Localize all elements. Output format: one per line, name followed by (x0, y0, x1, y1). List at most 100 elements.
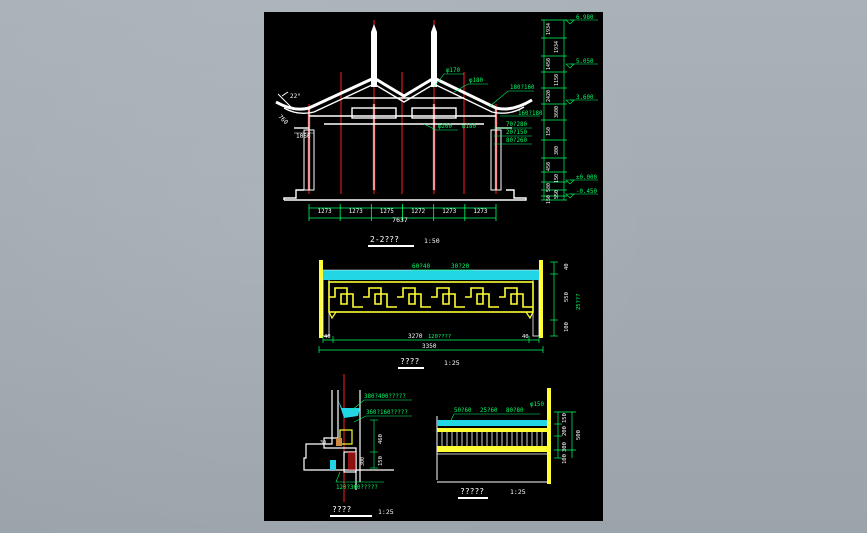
rail-dim-3: 300 (562, 442, 568, 452)
fret-top-label-1: 60?40 (412, 263, 430, 270)
fret-right-dim-3: 100 (564, 322, 570, 332)
rail-balusters (441, 432, 543, 446)
elevation-marker (565, 179, 575, 185)
member-label-6: φ180 (462, 124, 476, 130)
fret-bottom-tips (328, 311, 534, 320)
fret-left-post (319, 260, 323, 338)
right-dim-label: 1934 (554, 41, 560, 53)
fret-right-dim-2: 550 (564, 292, 570, 302)
right-dim-label: 300 (554, 146, 560, 155)
member-label-3: 180?160 (510, 85, 535, 91)
section-dimension-chain (308, 204, 497, 221)
fret-inner-width: 3270 (408, 333, 423, 340)
fret-total-width: 3350 (422, 343, 437, 350)
member-label-2: φ180 (469, 78, 483, 84)
rail-dim-2: 200 (562, 426, 568, 436)
elevation-marker (565, 63, 575, 69)
fret-motif (465, 287, 499, 308)
fret-right-note: 25??? (576, 293, 582, 310)
elevation-label: 5.050 (576, 59, 594, 65)
right-dim-label: 150 (546, 127, 552, 136)
fret-title: ???? (400, 357, 419, 366)
bay-dim-label: 1272 (411, 209, 425, 215)
right-dim-label: 150 (546, 195, 552, 204)
bay-dim-label: 1273 (349, 209, 363, 215)
rail-dim-5: 100 (562, 454, 568, 464)
detail-label-1: 380?400????? (364, 394, 406, 400)
detail-leaders (335, 399, 412, 483)
section-left-eave (277, 91, 295, 111)
elevation-label: ±0.000 (576, 175, 597, 181)
detail-dim-3: 300 (360, 457, 366, 466)
section-ground-line (283, 189, 527, 201)
member-label-8: 20?150 (506, 130, 527, 136)
section-member-labels: φ170 φ180 180?160 160?180 φ200 φ180 70?2… (438, 68, 543, 144)
fret-right-dim-lines (550, 261, 558, 337)
fret-top-label-2: 30?20 (451, 263, 469, 270)
section-left-offset: 1060 (296, 133, 311, 140)
detail-dim-2: 150 (378, 456, 384, 466)
rail-scale: 1:25 (510, 488, 526, 496)
member-label-5: φ200 (438, 124, 452, 130)
right-dim-label: 1934 (546, 23, 552, 35)
section-roofs (275, 76, 533, 111)
bay-dim-label: 1275 (380, 209, 394, 215)
section-axis-lines (308, 20, 497, 194)
right-dim-label: 450 (546, 162, 552, 171)
section-left-angle: 22° (290, 93, 301, 100)
rail-under-beam (437, 428, 547, 432)
section-scale: 1:50 (424, 237, 440, 245)
fret-right-post-outline (532, 277, 540, 337)
bay-dim-label: 1273 (318, 209, 332, 215)
member-label-1: φ170 (446, 68, 460, 74)
section-roof-secondary (283, 83, 525, 129)
detail-dim-1: 460 (378, 434, 384, 444)
right-dim-label: 580 (546, 183, 552, 192)
detail-dim-4: 30 (320, 440, 326, 446)
fret-motif (431, 287, 465, 308)
fret-motif (363, 287, 397, 308)
fret-scale: 1:25 (444, 359, 460, 367)
member-label-9: 80?260 (506, 138, 527, 144)
section-left-eave-dim: 760 (277, 113, 290, 126)
rail-post (547, 388, 551, 484)
elevation-label: 3.600 (576, 95, 594, 101)
elevation-marker (565, 193, 575, 199)
right-dim-label: 1150 (554, 74, 560, 86)
section-right-dimensions (541, 19, 567, 201)
rail-view: 50?60 25?60 80?80 φ150 150 200 300 500 1… (436, 388, 582, 499)
fret-dimensions (318, 336, 544, 353)
fret-motif (397, 287, 431, 308)
bay-dim-label: 1273 (473, 209, 487, 215)
member-label-4: 160?180 (518, 111, 543, 117)
fret-top-beam (323, 270, 539, 280)
right-dim-label: 1450 (546, 58, 552, 70)
elevation-label: 6.980 (576, 15, 594, 21)
detail-label-2: 360?160????? (366, 410, 408, 416)
fret-view: 60?40 30?20 40 3270 120???? 40 3350 40 5 (318, 260, 582, 369)
member-label-7: 70?280 (506, 122, 527, 128)
section-right-dim-labels: 1934193414501150242036001503004501505805… (546, 23, 560, 204)
detail-members (330, 400, 360, 470)
fret-motif (499, 287, 533, 308)
elevation-marker (565, 19, 575, 25)
fret-edge-left: 40 (324, 334, 331, 340)
fret-left-post-outline (322, 277, 330, 337)
rail-top-label-4: φ150 (530, 402, 544, 408)
rail-top-label-2: 25?60 (480, 408, 498, 414)
rail-dim-1: 150 (562, 413, 568, 423)
section-spires (371, 24, 437, 87)
detail-scale: 1:25 (378, 508, 394, 516)
rail-top-leaders (449, 413, 540, 423)
fret-right-dim-1: 40 (564, 263, 570, 270)
detail-view: 380?400????? 360?160????? 120?300????? 4… (303, 374, 412, 517)
detail-title: ???? (332, 505, 351, 514)
right-dim-label: 550 (554, 190, 560, 199)
rail-dim-4: 500 (576, 430, 582, 440)
right-dim-label: 2420 (546, 90, 552, 102)
right-dim-label: 3600 (554, 106, 560, 118)
